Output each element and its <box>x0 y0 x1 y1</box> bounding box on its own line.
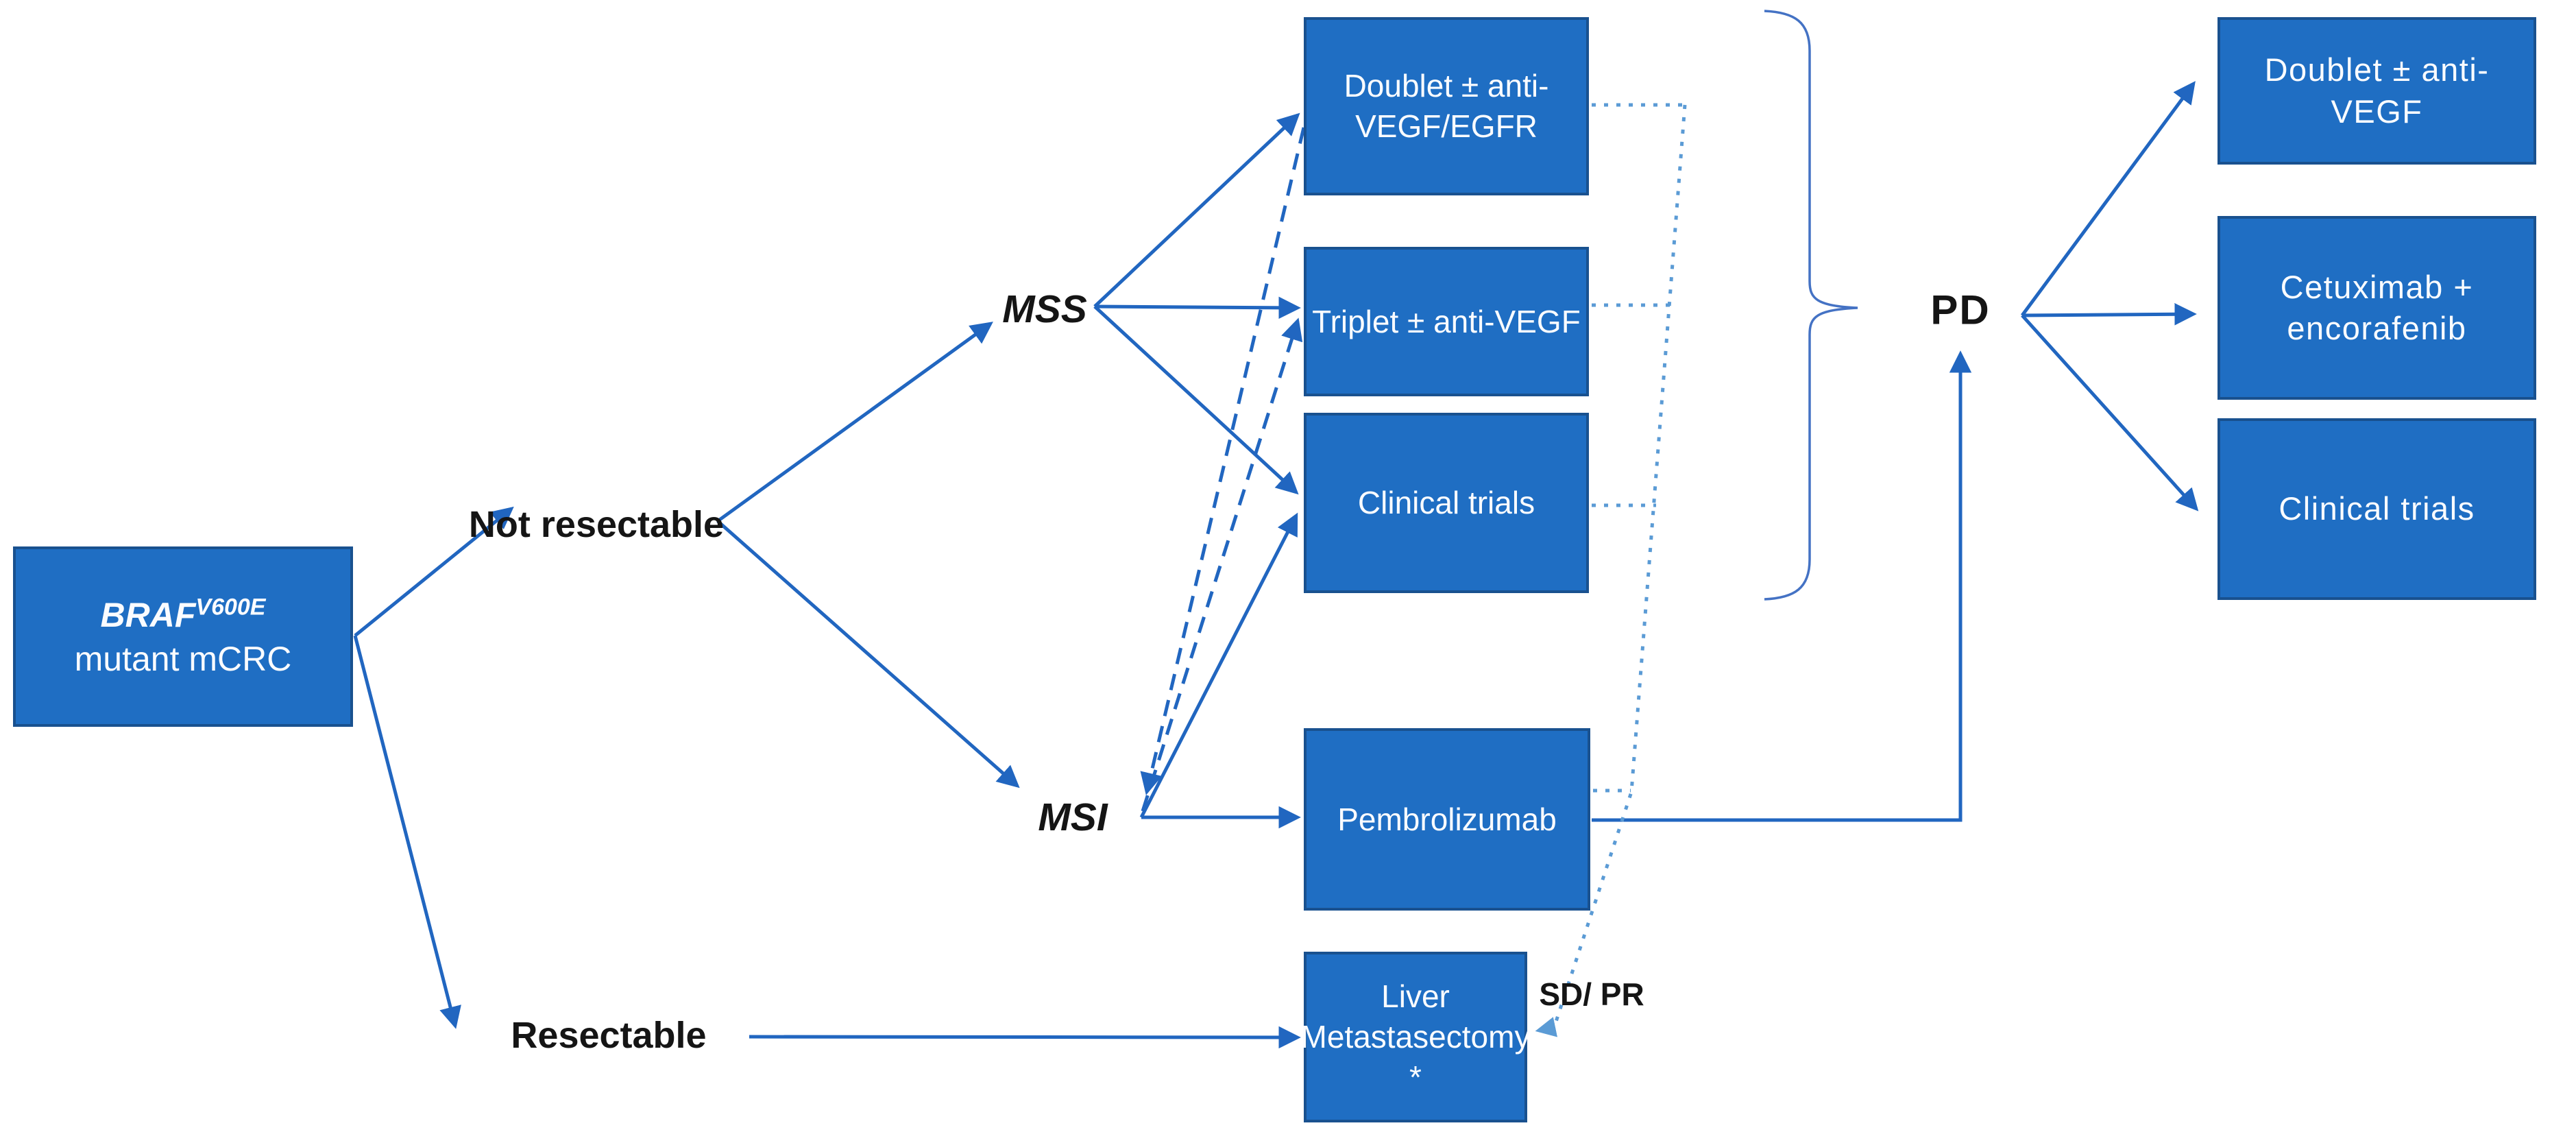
label-not-resectable: Not resectable <box>468 504 725 546</box>
node-doublet-anti-vegf-egfr: Doublet ± anti- VEGF/EGFR <box>1304 17 1589 195</box>
arrow-mss-to-doublet <box>1093 112 1300 308</box>
arrow-pembrolizumab-to-pd <box>1592 350 1972 822</box>
arrow-braf-to-resectable <box>353 635 461 1029</box>
node-clinical-trials-pd: Clinical trials <box>2217 418 2536 600</box>
node-pembrolizumab: Pembrolizumab <box>1304 728 1590 911</box>
dashed-arrow-doublet-msi <box>1140 127 1306 795</box>
label-pd: PD <box>1930 287 1991 333</box>
arrow-mss-to-clinical-trials <box>1093 305 1299 495</box>
label-mss: MSS <box>1002 287 1087 332</box>
braf-line1: BRAFV600E <box>100 593 266 634</box>
node-triplet-anti-vegf: Triplet ± anti-VEGF <box>1304 247 1589 396</box>
label-resectable: Resectable <box>511 1015 707 1057</box>
label-msi: MSI <box>1038 795 1108 840</box>
arrow-pd-to-doublet <box>2020 81 2196 317</box>
node-braf-mutant-mcrc: BRAFV600E mutant mCRC <box>13 546 353 727</box>
arrow-msi-to-clinical-trials <box>1139 512 1298 819</box>
dotted-line-main <box>1553 104 1687 1026</box>
curly-brace <box>1764 10 1858 601</box>
arrow-mss-to-triplet <box>1094 296 1301 320</box>
dotted-arrow-sdpr-to-liver <box>1535 1017 1558 1037</box>
arrow-notresectable-to-mss <box>716 322 993 523</box>
arrow-pd-to-cetuximab <box>2021 302 2197 326</box>
node-liver-metastasectomy: Liver Metastasectomy * <box>1301 952 1530 1122</box>
node-doublet-anti-vegf-pd: Doublet ± anti- VEGF <box>2217 17 2536 165</box>
node-clinical-trials-mss: Clinical trials <box>1304 413 1589 593</box>
arrow-notresectable-to-msi <box>716 520 1020 789</box>
node-cetuximab-encorafenib: Cetuximab + encorafenib <box>2217 216 2536 400</box>
arrow-pd-to-clinical-trials <box>2021 314 2199 512</box>
braf-line2: mutant mCRC <box>74 639 292 678</box>
label-sd-pr: SD/ PR <box>1539 976 1644 1012</box>
arrow-braf-to-not-resectable <box>354 506 514 637</box>
dashed-arrow-msi-triplet <box>1141 317 1303 812</box>
